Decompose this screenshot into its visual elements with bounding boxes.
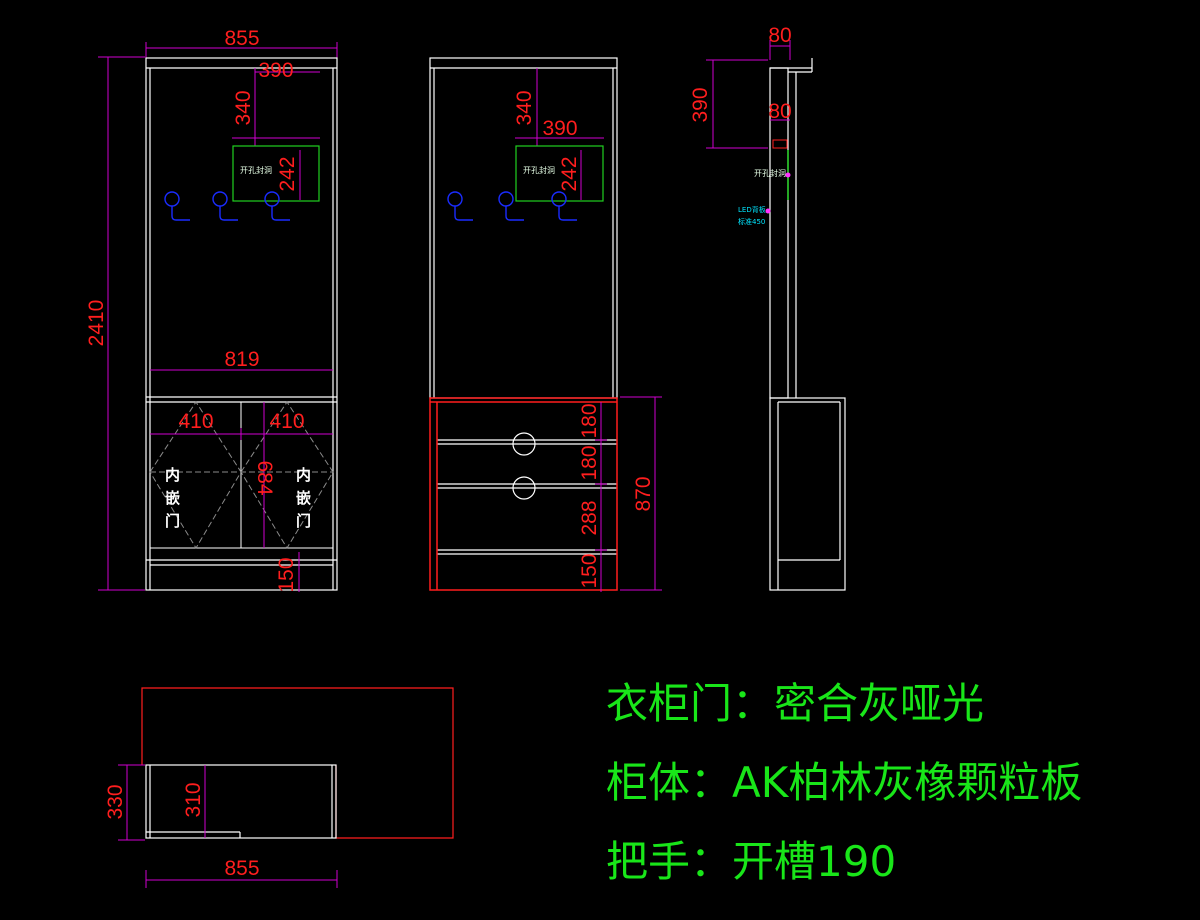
hook-icon [447,191,473,221]
dim-side-top [706,40,791,149]
dim-cabinet-height [620,396,662,591]
dim-text-hole-height-right: 242 [558,156,581,191]
note-handle: 把手：开槽190 [606,837,896,886]
dim-text-top-offset: 390 [258,59,293,82]
dim-text-inner-width: 819 [224,348,259,371]
front-view-right: 340 390 开孔封洞 242 [429,57,662,592]
drawer-frame [429,397,618,591]
dim-text-side-top-height: 390 [689,87,712,122]
material-notes: 衣柜门：密合灰哑光 柜体：AK柏林灰橡颗粒板 把手：开槽190 [606,679,1082,886]
hook-icon [212,191,238,221]
hooks-right [447,191,577,221]
door-label-right-2: 嵌 [296,489,311,507]
dim-text-hole-height-left: 242 [276,156,299,191]
dim-text-drawer-3: 288 [578,500,601,535]
side-magenta-dot [785,172,791,178]
dim-text-base-height-right: 150 [578,553,601,588]
dim-text-plan-depth-outer: 330 [104,784,127,819]
dim-text-door-height: 684 [253,460,276,495]
plan-view: 330 310 855 [104,687,454,888]
plan-white-outline [145,764,337,839]
door-label-right-3: 门 [296,512,311,530]
hook-icon [551,191,577,221]
side-magenta-dot-2 [765,208,771,214]
side-outline [769,58,846,591]
hooks-left [164,191,290,221]
side-hole-label: 开孔封洞 [754,168,786,178]
dim-drawers [595,402,607,592]
hook-icon [264,191,290,221]
hook-icon [498,191,524,221]
dim-text-hole-offset-right: 340 [513,90,536,125]
dim-text-base-height-left: 150 [275,557,298,592]
dim-text-door-width-right: 410 [269,410,304,433]
front-view-left: 855 2410 390 340 [85,27,338,593]
door-label-left-1: 内 [165,466,180,484]
dim-text-drawer-1: 180 [578,403,601,438]
dim-text-overall-width: 855 [224,27,259,50]
door-label-right-1: 内 [296,466,311,484]
hole-box-left [232,145,320,202]
dim-door-width [150,428,333,440]
dim-text-side-top-depth: 80 [768,24,791,47]
dim-text-total-height: 2410 [85,300,108,347]
cabinet-outline-left [145,57,338,591]
dim-text-side-panel-depth: 80 [768,100,791,123]
dim-hole-offset-right [515,68,604,146]
side-red-mark [772,139,788,149]
hole-label-right: 开孔封洞 [523,165,555,175]
hole-label-left: 开孔封洞 [240,165,272,175]
hole-box-right [515,145,604,202]
side-led-label-1: LED背板 [738,205,766,214]
dim-text-hole-width-right: 390 [542,117,577,140]
side-led-label-2: 标准450 [738,217,765,226]
dim-text-plan-width: 855 [224,857,259,880]
door-diagonals [149,401,334,549]
hook-icon [164,191,190,221]
dim-text-door-width-left: 410 [178,410,213,433]
note-body-material: 柜体：AK柏林灰橡颗粒板 [606,758,1082,807]
dim-text-hole-offset: 340 [232,90,255,125]
door-label-left-2: 嵌 [165,489,180,507]
door-section [150,402,333,549]
dim-total-height [98,56,145,591]
door-label-left-3: 门 [165,512,180,530]
side-view: 80 390 80 开孔封洞 LED背板 标准450 [689,24,846,591]
dim-plan [118,764,338,888]
dim-text-plan-depth-inner: 310 [182,782,205,817]
dim-text-drawer-2: 180 [578,445,601,480]
dim-hole-offset [232,68,320,146]
dim-text-cabinet-height: 870 [632,476,655,511]
note-door-material: 衣柜门：密合灰哑光 [606,679,984,728]
